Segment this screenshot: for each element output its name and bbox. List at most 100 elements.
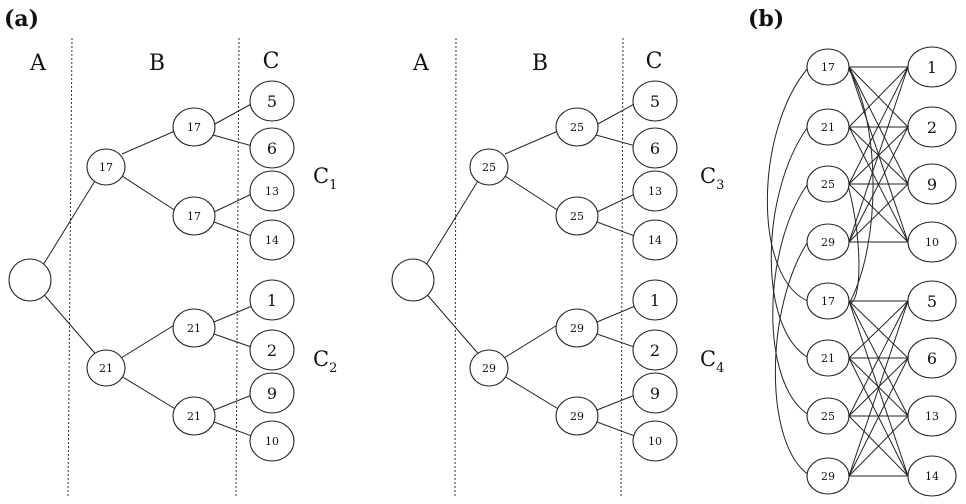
leaf-label: 10 [648, 435, 662, 448]
leaf-label: 9 [267, 384, 277, 403]
group-label-c3: C3 [700, 164, 724, 193]
leaf-node [632, 219, 678, 261]
leaf-label: 13 [265, 185, 279, 198]
leaf-label: 2 [650, 341, 660, 360]
leaf-label: 13 [648, 185, 662, 198]
node-b1 [86, 148, 126, 186]
leaf-label: 14 [265, 234, 279, 247]
node-b11-label: 25 [570, 121, 584, 134]
leaf-node [249, 279, 295, 321]
group-label-c2: C2 [313, 347, 337, 376]
left-node [806, 282, 850, 320]
node-b21-label: 29 [570, 322, 584, 335]
left-node-label: 21 [821, 352, 835, 365]
leaf-label: 2 [267, 341, 277, 360]
right-node [907, 106, 957, 148]
right-node [907, 163, 957, 205]
node-b21 [172, 308, 216, 348]
right-node-label: 10 [925, 236, 939, 249]
leaf-label: 10 [265, 435, 279, 448]
bipartite-edges [848, 66, 909, 477]
column-label-c: C [263, 49, 280, 74]
node-b22 [555, 396, 599, 436]
node-b12-label: 17 [187, 210, 201, 223]
bipartite-edge [848, 300, 909, 417]
panel-label-a: (a) [4, 6, 39, 32]
node-b1-label: 17 [99, 161, 113, 174]
group-label-c4: C4 [700, 347, 724, 376]
leaf-node [249, 219, 295, 261]
column-label-a: A [412, 51, 430, 76]
right-node-label: 6 [927, 349, 937, 368]
bipartite-edge [848, 415, 909, 477]
leaf-node [249, 170, 295, 212]
leaf-node [632, 372, 678, 414]
leaf-label: 14 [648, 234, 662, 247]
group-label-c1: C1 [313, 164, 337, 193]
right-node-label: 14 [925, 470, 939, 483]
node-b21-label: 21 [187, 322, 201, 335]
leaf-node [249, 420, 295, 462]
bipartite-edge [848, 357, 909, 477]
leaf-label: 1 [267, 291, 277, 310]
right-node [907, 337, 957, 379]
leaf-label: 9 [650, 384, 660, 403]
node-b11 [555, 107, 599, 147]
right-node-label: 9 [927, 175, 937, 194]
bipartite-edge [848, 66, 909, 243]
column-label-b: B [149, 51, 165, 76]
node-b22-label: 29 [570, 410, 584, 423]
leaf-label: 5 [650, 92, 660, 111]
node-b12 [172, 196, 216, 236]
right-node [907, 221, 957, 263]
left-node-label: 21 [821, 121, 835, 134]
bipartite-edge [848, 300, 909, 477]
left-node-label: 25 [821, 178, 835, 191]
bipartite-curves [766, 67, 874, 476]
tree-1: A B C 17 21 17 17 21 [8, 37, 337, 499]
leaf-label: 1 [650, 291, 660, 310]
right-node-label: 1 [927, 58, 937, 77]
leaf-node [632, 279, 678, 321]
left-node [806, 339, 850, 377]
column-label-a: A [29, 51, 47, 76]
bipartite-edge [848, 300, 909, 359]
leaf-label: 6 [267, 139, 277, 158]
right-node [907, 455, 957, 497]
node-b1-label: 25 [482, 161, 496, 174]
leaf-node [249, 127, 295, 169]
left-node-label: 29 [821, 470, 835, 483]
node-b2 [86, 349, 126, 387]
left-node [806, 48, 850, 86]
bipartite-edge [848, 183, 909, 243]
left-node [806, 397, 850, 435]
left-node [806, 223, 850, 261]
left-node-label: 25 [821, 410, 835, 423]
divider-bc [620, 37, 624, 499]
left-node-label: 17 [821, 61, 835, 74]
panel-label-b: (b) [748, 6, 784, 32]
column-label-c: C [646, 49, 663, 74]
right-node [907, 280, 957, 322]
tree-2: A B C 25 29 25 25 29 [391, 37, 724, 499]
leaf-node [632, 329, 678, 371]
left-node [806, 108, 850, 146]
divider-ab [454, 37, 457, 499]
left-node-label: 29 [821, 236, 835, 249]
leaf-label: 5 [267, 92, 277, 111]
left-node [806, 165, 850, 203]
leaf-node [632, 127, 678, 169]
right-node [907, 46, 957, 88]
node-b2-label: 29 [482, 362, 496, 375]
root-node [391, 258, 435, 302]
node-b22 [172, 396, 216, 436]
leaf-node [632, 80, 678, 122]
bipartite-edge [848, 126, 909, 243]
node-b11-label: 17 [187, 121, 201, 134]
leaf-node [249, 329, 295, 371]
node-b2-label: 21 [99, 362, 113, 375]
divider-ab [67, 37, 73, 499]
leaf-node [632, 170, 678, 212]
left-node-label: 17 [821, 295, 835, 308]
